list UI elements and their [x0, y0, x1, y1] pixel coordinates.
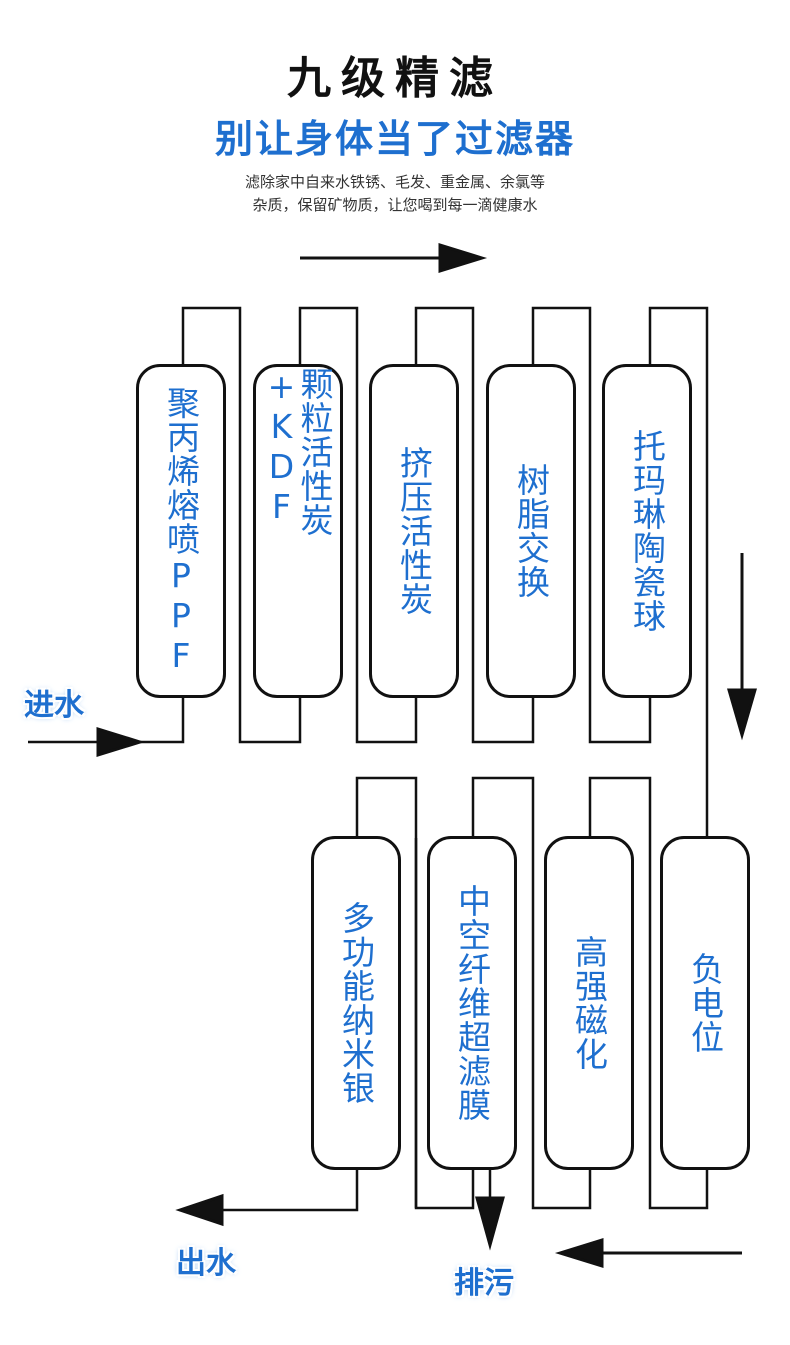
outlet-arrow-head — [175, 1193, 224, 1227]
stage-label: 中空纤维超滤膜 — [452, 884, 492, 1122]
stage-label: 负电位 — [685, 952, 725, 1054]
description-line-2: 杂质，保留矿物质，让您喝到每一滴健康水 — [252, 196, 538, 214]
stage-label: 颗粒活性炭+KDF — [262, 367, 334, 537]
stage-hollow-fiber-uf: 中空纤维超滤膜 — [427, 836, 517, 1170]
outlet-pipe — [220, 1168, 359, 1212]
stage-resin-exchange: 树脂交换 — [486, 364, 576, 698]
stage-label: 高强磁化 — [569, 935, 609, 1071]
inlet-arrow-head — [96, 726, 146, 758]
stage-label: 聚丙烯熔喷PPF — [161, 386, 201, 676]
drain-label: 排污 — [454, 1266, 514, 1301]
flow-arrow-right-head — [727, 688, 757, 741]
description-line-1: 滤除家中自来水铁锈、毛发、重金属、余氯等 — [244, 173, 545, 191]
stage-nano-silver: 多功能纳米银 — [311, 836, 401, 1170]
stage-label: 树脂交换 — [511, 463, 551, 599]
stage-compressed-carbon: 挤压活性炭 — [369, 364, 459, 698]
stage-ppf: 聚丙烯熔喷PPF — [136, 364, 226, 698]
stage-tourmaline-ceramic: 托玛琳陶瓷球 — [602, 364, 692, 698]
flow-arrow-top-head — [438, 242, 488, 274]
drain-arrow-head — [475, 1196, 505, 1251]
page-subtitle: 别让身体当了过滤器 — [214, 117, 575, 161]
stage-label: 多功能纳米银 — [336, 901, 376, 1105]
stage-granular-carbon-kdf: 颗粒活性炭+KDF — [253, 364, 343, 698]
water-in-label: 进水 — [24, 688, 84, 723]
inlet-pipe — [28, 695, 185, 744]
water-out-label: 出水 — [176, 1246, 236, 1281]
silver-pipe — [355, 776, 418, 1208]
page-title: 九级精滤 — [287, 53, 503, 104]
stage-magnetization: 高强磁化 — [544, 836, 634, 1170]
top-row-pipe — [181, 306, 709, 838]
stage-label: 挤压活性炭 — [394, 446, 434, 616]
stage-label: 托玛琳陶瓷球 — [627, 429, 667, 633]
stage-negative-potential: 负电位 — [660, 836, 750, 1170]
flow-arrow-bottom-head — [554, 1237, 604, 1269]
